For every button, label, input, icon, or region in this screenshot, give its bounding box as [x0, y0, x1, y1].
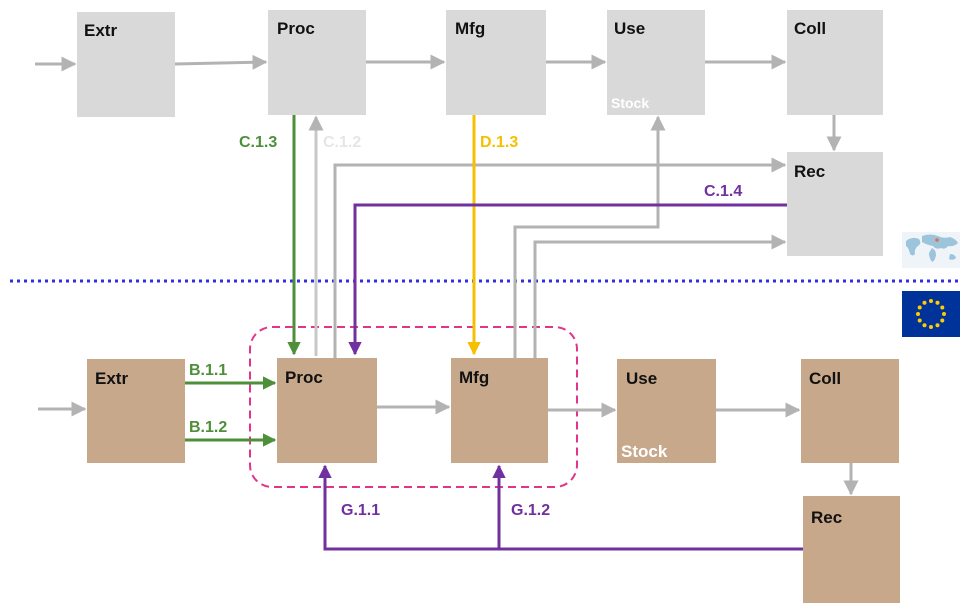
- top-coll-label: Coll: [794, 19, 826, 38]
- bottom-proc-label: Proc: [285, 368, 323, 387]
- bottom-coll-box: [801, 359, 899, 463]
- top-chain: Extr Proc Mfg Use Stock Coll Rec: [35, 10, 883, 256]
- bottom-rec-box: [803, 496, 900, 603]
- g11-flow-arrow: [318, 464, 803, 551]
- top-proc-label: Proc: [277, 19, 315, 38]
- export-proc-to-rec-arrow: [333, 157, 787, 358]
- top-extr-label: Extr: [84, 21, 117, 40]
- bottom-extr-label: Extr: [95, 369, 128, 388]
- bottom-use-box: [617, 359, 716, 463]
- export-mfg-to-rec-arrow: [533, 234, 787, 358]
- bottom-rec-label: Rec: [811, 508, 842, 527]
- c12-label: C.1.2: [323, 134, 361, 151]
- top-rec-label: Rec: [794, 162, 825, 181]
- bottom-mfg-box: [451, 358, 548, 463]
- c14-label: C.1.4: [704, 183, 742, 200]
- bottom-use-label: Use: [626, 369, 657, 388]
- export-mfg-to-use-arrow: [513, 115, 666, 358]
- b11-label: B.1.1: [189, 362, 227, 379]
- g11-label: G.1.1: [341, 502, 380, 519]
- eu-flag-icon: [902, 291, 960, 337]
- g12-label: G.1.2: [511, 502, 550, 519]
- bottom-use-stock-label: Stock: [621, 442, 668, 461]
- top-coll-box: [787, 10, 883, 115]
- d13-label: D.1.3: [480, 134, 518, 151]
- bottom-mfg-label: Mfg: [459, 368, 489, 387]
- bottom-extr-box: [87, 359, 185, 463]
- c13-label: C.1.3: [239, 134, 277, 151]
- top-rec-box: [787, 152, 883, 256]
- top-mfg-box: [446, 10, 546, 115]
- top-use-box: [607, 10, 705, 115]
- top-use-label: Use: [614, 19, 645, 38]
- bottom-chain: Extr Proc Mfg Use Stock Coll Rec: [38, 326, 900, 603]
- b12-label: B.1.2: [189, 419, 227, 436]
- top-extr-proc-arrow: [174, 54, 268, 70]
- world-map-icon: [902, 232, 960, 268]
- top-use-stock-label: Stock: [611, 95, 649, 111]
- top-proc-box: [268, 10, 366, 115]
- bottom-coll-label: Coll: [809, 369, 841, 388]
- bottom-proc-box: [277, 358, 377, 463]
- c14-flow-arrow: [348, 203, 787, 356]
- top-mfg-label: Mfg: [455, 19, 485, 38]
- top-extr-box: [77, 12, 175, 117]
